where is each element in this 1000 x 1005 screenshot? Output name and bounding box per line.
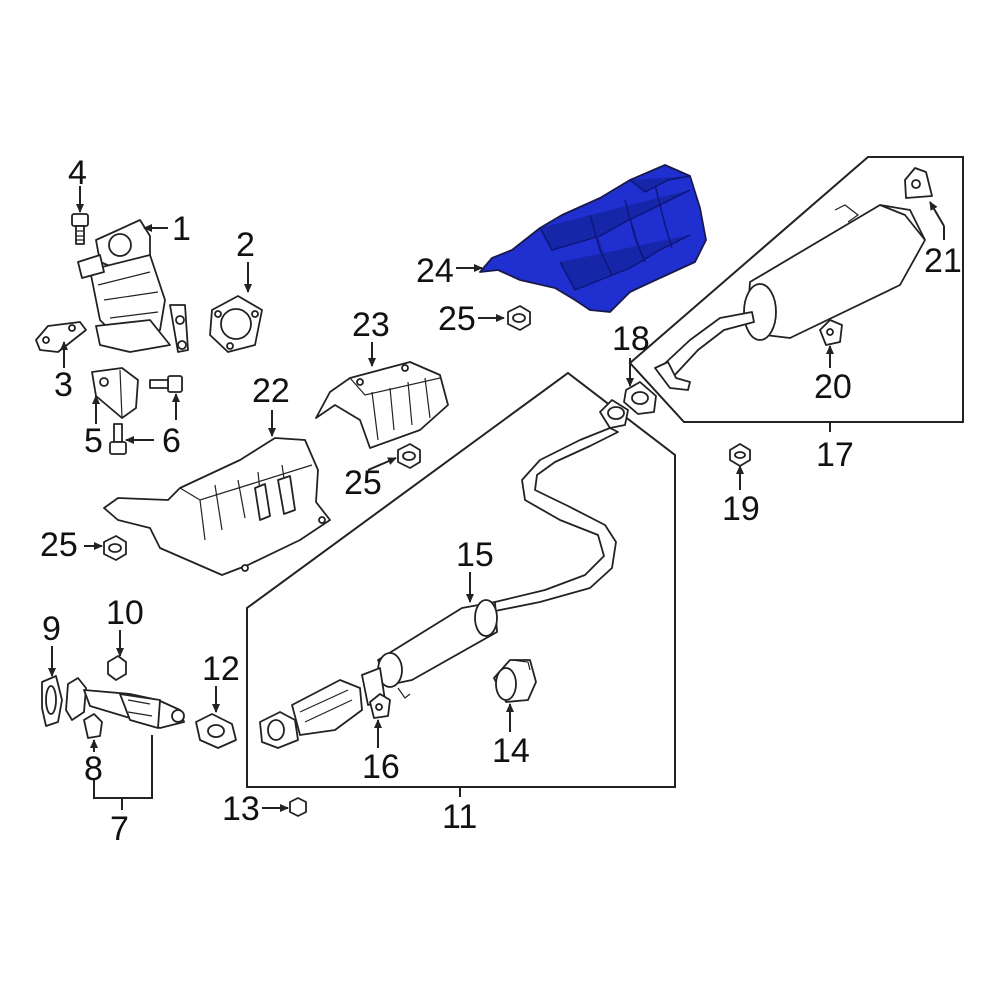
callout-2: 2 xyxy=(236,226,255,264)
nut-10[interactable] xyxy=(107,655,127,681)
callout-10: 10 xyxy=(106,594,144,632)
hanger-16[interactable] xyxy=(369,693,391,719)
bracket-5[interactable] xyxy=(91,367,139,419)
gasket-18[interactable] xyxy=(623,381,657,415)
callout-6: 6 xyxy=(162,422,181,460)
hanger-8[interactable] xyxy=(83,713,103,739)
clamp-14[interactable] xyxy=(493,659,537,703)
callout-5: 5 xyxy=(84,422,103,460)
gasket-12[interactable] xyxy=(195,713,237,749)
nut-19[interactable] xyxy=(729,443,751,467)
callout-7: 7 xyxy=(110,810,129,848)
callout-13: 13 xyxy=(222,790,260,828)
callout-22: 22 xyxy=(252,372,290,410)
callout-23: 23 xyxy=(352,306,390,344)
group-box-17 xyxy=(628,156,964,423)
nut-25-b[interactable] xyxy=(397,443,421,469)
callout-25-c: 25 xyxy=(40,526,78,564)
callout-14: 14 xyxy=(492,732,530,770)
callout-17: 17 xyxy=(816,436,854,474)
callout-21: 21 xyxy=(924,242,962,280)
callout-15: 15 xyxy=(456,536,494,574)
catalytic-converter-manifold[interactable] xyxy=(77,219,189,353)
callout-8: 8 xyxy=(84,750,103,788)
heat-shield-24-highlighted[interactable] xyxy=(479,164,707,313)
center-pipe-assembly-11[interactable] xyxy=(259,399,629,749)
heat-shield-22[interactable] xyxy=(103,437,331,576)
hanger-21[interactable] xyxy=(904,167,933,199)
front-pipe-7[interactable] xyxy=(65,677,185,729)
callout-18: 18 xyxy=(612,320,650,358)
leader-arrows xyxy=(48,186,945,812)
nut-25-c[interactable] xyxy=(103,535,127,561)
heat-shield-23[interactable] xyxy=(315,361,449,449)
callout-11: 11 xyxy=(442,798,477,836)
callout-25-a: 25 xyxy=(438,300,476,338)
bolt-6b[interactable] xyxy=(109,423,127,455)
callout-3: 3 xyxy=(54,366,73,404)
callout-19: 19 xyxy=(722,490,760,528)
bracket-3[interactable] xyxy=(35,321,87,353)
callout-4: 4 xyxy=(68,154,87,192)
bolt-6[interactable] xyxy=(149,375,183,393)
nut-13[interactable] xyxy=(289,797,307,817)
gasket-2[interactable] xyxy=(209,295,263,353)
bolt-4[interactable] xyxy=(71,213,89,245)
callout-24: 24 xyxy=(416,252,454,290)
callout-9: 9 xyxy=(42,610,61,648)
callout-16: 16 xyxy=(362,748,400,786)
callout-1: 1 xyxy=(172,210,191,248)
nut-25-a[interactable] xyxy=(507,305,531,331)
callout-labels: 1 2 3 4 5 6 7 8 9 10 11 12 13 14 15 16 1… xyxy=(40,154,962,848)
callout-20: 20 xyxy=(814,368,852,406)
callout-25-b: 25 xyxy=(344,464,382,502)
callout-12: 12 xyxy=(202,650,240,688)
hanger-20[interactable] xyxy=(819,319,843,346)
rear-muffler-17[interactable] xyxy=(654,204,926,391)
gasket-9[interactable] xyxy=(41,675,63,727)
